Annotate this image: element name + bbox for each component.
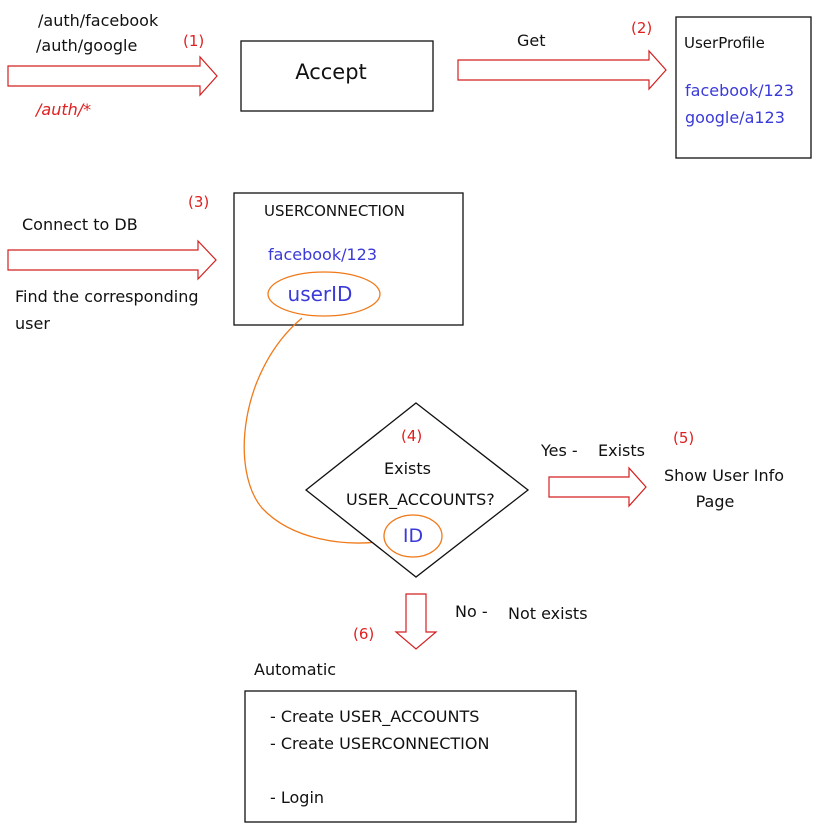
route-wildcard: /auth/*	[34, 100, 91, 119]
find-user-label-line1: Find the corresponding	[15, 287, 198, 306]
show-user-info-line2: Page	[696, 492, 735, 511]
step-1-arrow	[7, 55, 218, 97]
step-4-number: (4)	[401, 427, 422, 445]
branch-yes-label: Yes -	[540, 441, 578, 460]
step-3-number: (3)	[188, 193, 209, 211]
userid-key: userID	[288, 282, 353, 306]
connect-db-label: Connect to DB	[22, 215, 138, 234]
route-facebook: /auth/facebook	[38, 11, 159, 30]
userid-to-id-connector	[243, 317, 386, 544]
step-5-arrow	[548, 466, 647, 508]
show-user-info-line1: Show User Info	[664, 466, 784, 485]
userconnection-title: USERCONNECTION	[264, 202, 405, 220]
automatic-title: Automatic	[254, 660, 336, 679]
step-3-arrow	[7, 239, 217, 281]
id-oval	[383, 514, 443, 558]
userprofile-value-google: google/a123	[685, 108, 785, 127]
branch-no-label: No -	[455, 602, 488, 621]
find-user-label-line2: user	[15, 314, 50, 333]
branch-yes-value: Exists	[598, 441, 645, 460]
decision-line1: Exists	[384, 459, 431, 478]
action-login: - Login	[270, 788, 324, 807]
accept-box	[240, 40, 434, 112]
step-2-number: (2)	[631, 19, 652, 37]
step-5-number: (5)	[673, 429, 694, 447]
route-google: /auth/google	[36, 36, 137, 55]
automatic-actions-box	[244, 690, 577, 823]
step-1-number: (1)	[183, 32, 204, 50]
step-6-arrow	[394, 593, 438, 650]
userprofile-value-facebook: facebook/123	[685, 81, 794, 100]
action-create-userconnection: - Create USERCONNECTION	[270, 734, 489, 753]
decision-line2: USER_ACCOUNTS?	[346, 490, 495, 510]
userid-oval	[267, 271, 381, 317]
userconnection-value: facebook/123	[268, 245, 377, 264]
accept-label: Accept	[295, 60, 367, 84]
id-key: ID	[403, 525, 423, 547]
decision-diamond	[304, 402, 530, 578]
step-2-arrow	[457, 49, 667, 91]
step-6-number: (6)	[353, 625, 374, 643]
branch-no-value: Not exists	[508, 604, 588, 623]
userprofile-title: UserProfile	[684, 34, 765, 52]
action-create-user-accounts: - Create USER_ACCOUNTS	[270, 707, 479, 727]
get-label: Get	[517, 31, 546, 50]
userprofile-box	[675, 16, 812, 159]
